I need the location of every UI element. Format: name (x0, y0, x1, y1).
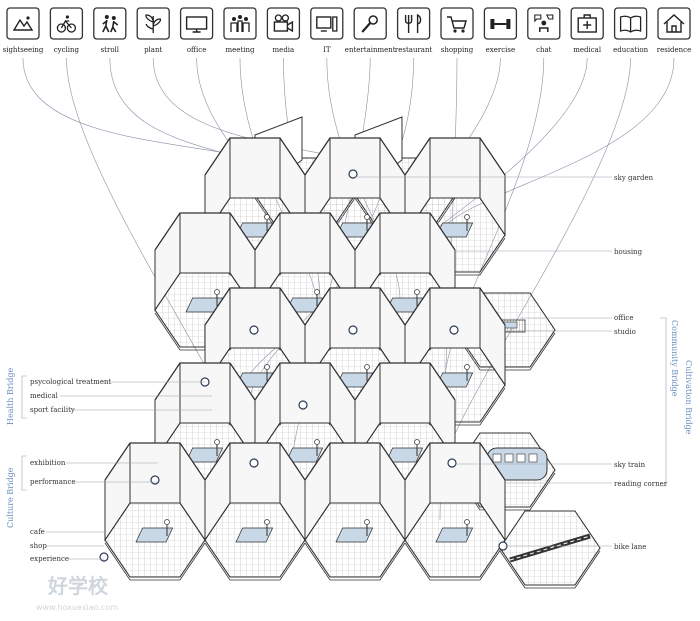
icon-label: stroll (101, 46, 120, 54)
icon-item-residence: residence (657, 7, 692, 54)
connection-node (249, 458, 259, 468)
icon-label: IT (323, 46, 331, 54)
label-housing: housing (614, 248, 643, 256)
icon-label: exercise (486, 46, 515, 54)
microphone-icon (361, 15, 378, 33)
computer-icon (316, 16, 338, 32)
watermark: 好学校 www.hoxuexiao.com (36, 574, 118, 612)
icon-item-meeting: meeting (223, 7, 257, 54)
icon-item-it: IT (310, 7, 344, 54)
bicycle-icon (56, 15, 77, 33)
hexagon-cell (499, 510, 601, 589)
connection-node (150, 475, 160, 485)
icon-item-shopping: shopping (440, 7, 474, 54)
icon-label: entertainment (345, 46, 396, 54)
chat-person-icon (534, 14, 554, 32)
icon-frame (266, 7, 301, 40)
mountain-icon (12, 16, 34, 31)
hexagon-cell (304, 442, 406, 581)
hexagon-cell (204, 442, 306, 581)
leaf-icon (145, 14, 162, 33)
video-camera-icon (273, 14, 294, 33)
label-sky-train: sky train (614, 461, 646, 469)
icon-item-sightseeing: sightseeing (3, 7, 44, 54)
label-medical: medical (30, 392, 59, 400)
icon-frame (396, 7, 431, 40)
label-performance: performance (30, 478, 76, 486)
health-bridge-label: Health Bridge (6, 368, 15, 425)
icon-frame (49, 7, 84, 40)
connection-node (449, 325, 459, 335)
label-psycological-treatment: psycological treatment (30, 378, 111, 386)
label-sport-facility: sport facility (30, 406, 75, 414)
connection-node (99, 552, 109, 562)
icon-label: medical (573, 46, 602, 54)
connection-node (249, 325, 259, 335)
connection-node (298, 400, 308, 410)
icon-item-cycling: cycling (49, 7, 84, 54)
hexagon-cell (404, 442, 506, 581)
community-bridge-label: Community Bridge (670, 320, 679, 397)
icon-item-restaurant: restaurant (395, 7, 433, 54)
dumbbell-icon (490, 19, 511, 29)
icon-label: plant (144, 46, 162, 54)
icon-item-entertainment: entertainment (345, 7, 396, 54)
activity-icon-row: sightseeing cycling stroll plant office meeti… (3, 7, 692, 54)
culture-bridge-label: Culture Bridge (6, 467, 15, 528)
shopping-cart-icon (447, 16, 467, 33)
icon-frame (93, 7, 127, 40)
watermark-url: www.hoxuexiao.com (36, 603, 118, 612)
icon-label: office (187, 46, 207, 54)
label-studio: studio (614, 328, 636, 336)
icon-frame (179, 7, 214, 40)
icon-item-plant: plant (136, 7, 170, 54)
icon-frame (223, 7, 257, 40)
walking-people-icon (102, 15, 119, 33)
label-shop: shop (30, 542, 47, 550)
left-annotations: psycological treatment medical sport fac… (21, 375, 212, 563)
label-sky-garden: sky garden (614, 174, 654, 182)
label-experience: experience (30, 555, 69, 563)
icon-frame (657, 7, 691, 40)
icon-label: education (613, 46, 648, 54)
label-exhibition: exhibition (30, 459, 66, 467)
label-bike-lane: bike lane (614, 543, 646, 551)
label-reading-corner: reading corner (614, 480, 668, 488)
house-icon (663, 14, 685, 33)
icon-label: shopping (441, 46, 474, 54)
icon-label: media (273, 46, 295, 54)
connection-node (447, 458, 457, 468)
icon-label: restaurant (395, 46, 433, 54)
icon-item-stroll: stroll (93, 7, 127, 54)
hexagon-cells (99, 116, 601, 589)
icon-item-medical: medical (570, 7, 604, 54)
meeting-people-icon (230, 15, 250, 32)
icon-frame (310, 7, 344, 40)
book-icon (619, 15, 642, 33)
icon-label: residence (657, 46, 692, 54)
monitor-icon (185, 16, 208, 33)
label-cafe: cafe (30, 528, 45, 536)
icon-label: meeting (226, 46, 255, 54)
watermark-brand: 好学校 (47, 574, 109, 598)
connection-node (348, 169, 358, 179)
icon-item-education: education (613, 7, 649, 54)
icon-item-media: media (266, 7, 301, 54)
icon-frame (440, 7, 474, 40)
medical-kit-icon (577, 14, 597, 33)
icon-label: cycling (54, 46, 80, 54)
hexagon-cell (104, 442, 206, 581)
cultivation-bridge-label: Cultivation Bridge (684, 360, 693, 435)
connection-node (348, 325, 358, 335)
icon-item-exercise: exercise (483, 7, 518, 54)
icon-item-office: office (179, 7, 214, 54)
right-annotations: sky garden housing office studio sky tra… (355, 174, 668, 551)
icon-label: chat (536, 46, 552, 54)
icon-label: sightseeing (3, 46, 44, 54)
label-office: office (614, 314, 634, 322)
fork-knife-icon (404, 13, 422, 33)
icon-item-chat: chat (527, 7, 561, 54)
